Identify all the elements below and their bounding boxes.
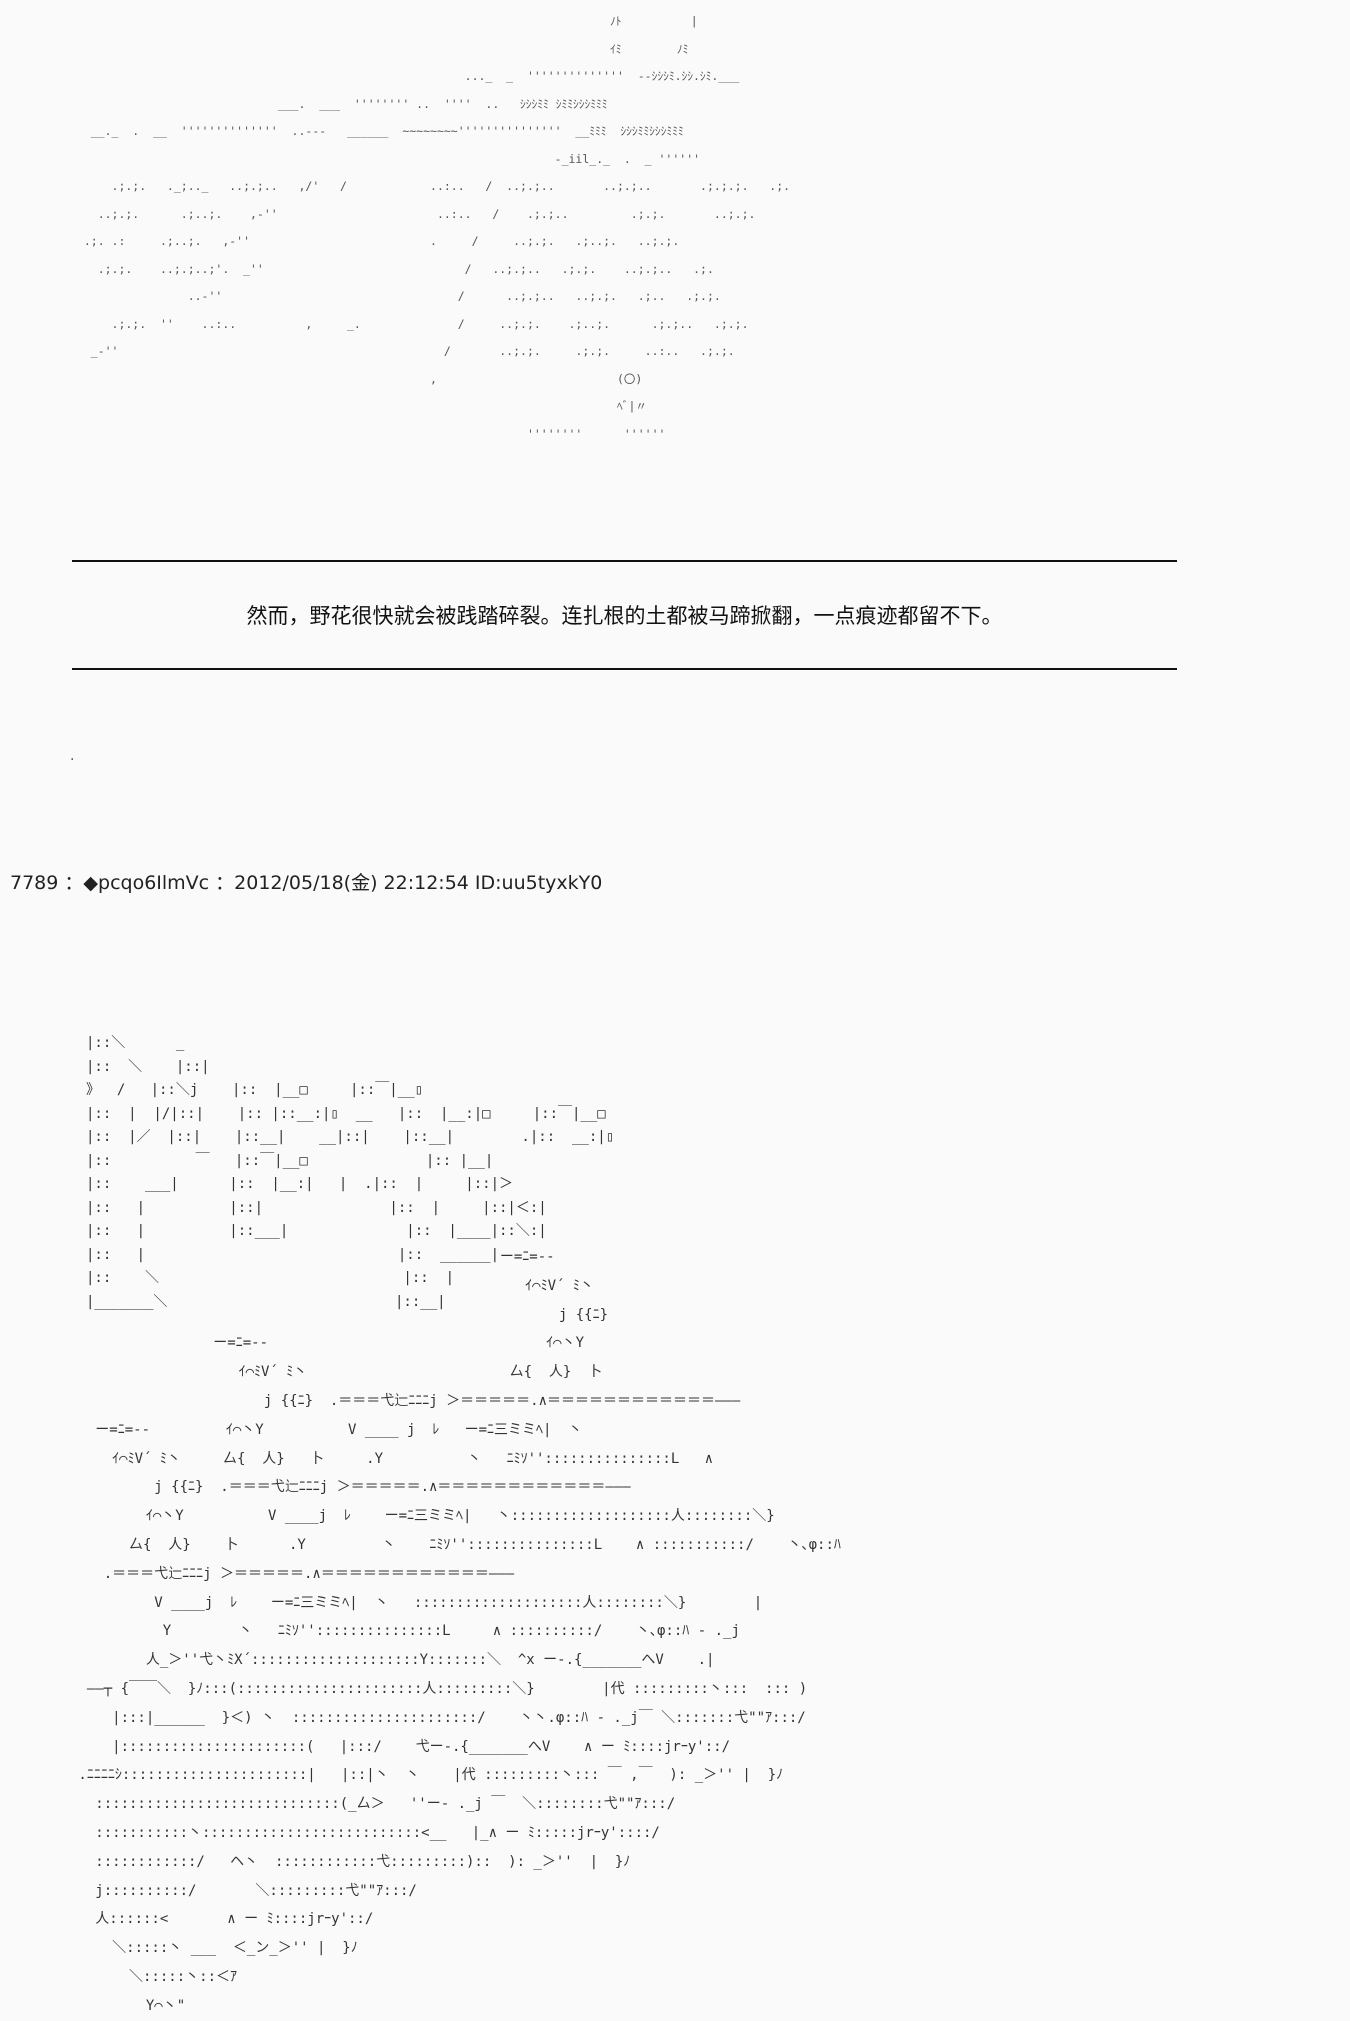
title-ascii-art: |::＼ _ |:: ＼ |::| 》 / |::＼j |:: |__□ |::…: [86, 1035, 615, 1310]
separator-dot: .: [70, 748, 75, 764]
post-header: 7789 ：◆pcqo6IlmVc ：2012/05/18(金) 22:12:5…: [10, 872, 603, 894]
narration-caption: 然而，野花很快就会被践踏碎裂。连扎根的土都被马蹄掀翻，一点痕迹都留不下。: [246, 604, 1003, 628]
caption-bottom-rule: [72, 668, 1177, 670]
cavalry-charge-ascii-art: ー=ﾆ=‐- ｲ⌒ﾐV´ ﾐ丶 j {{ﾆ} ー=ﾆ=‐- ｲ⌒丶Y: [78, 1249, 841, 2014]
caption-top-rule: [72, 560, 1177, 562]
scene-ascii-art: ﾉﾄ | ｲﾐ ﾉﾐ ..._ _ '''''''''''''' --ｼｼｼﾐ.…: [83, 14, 791, 441]
